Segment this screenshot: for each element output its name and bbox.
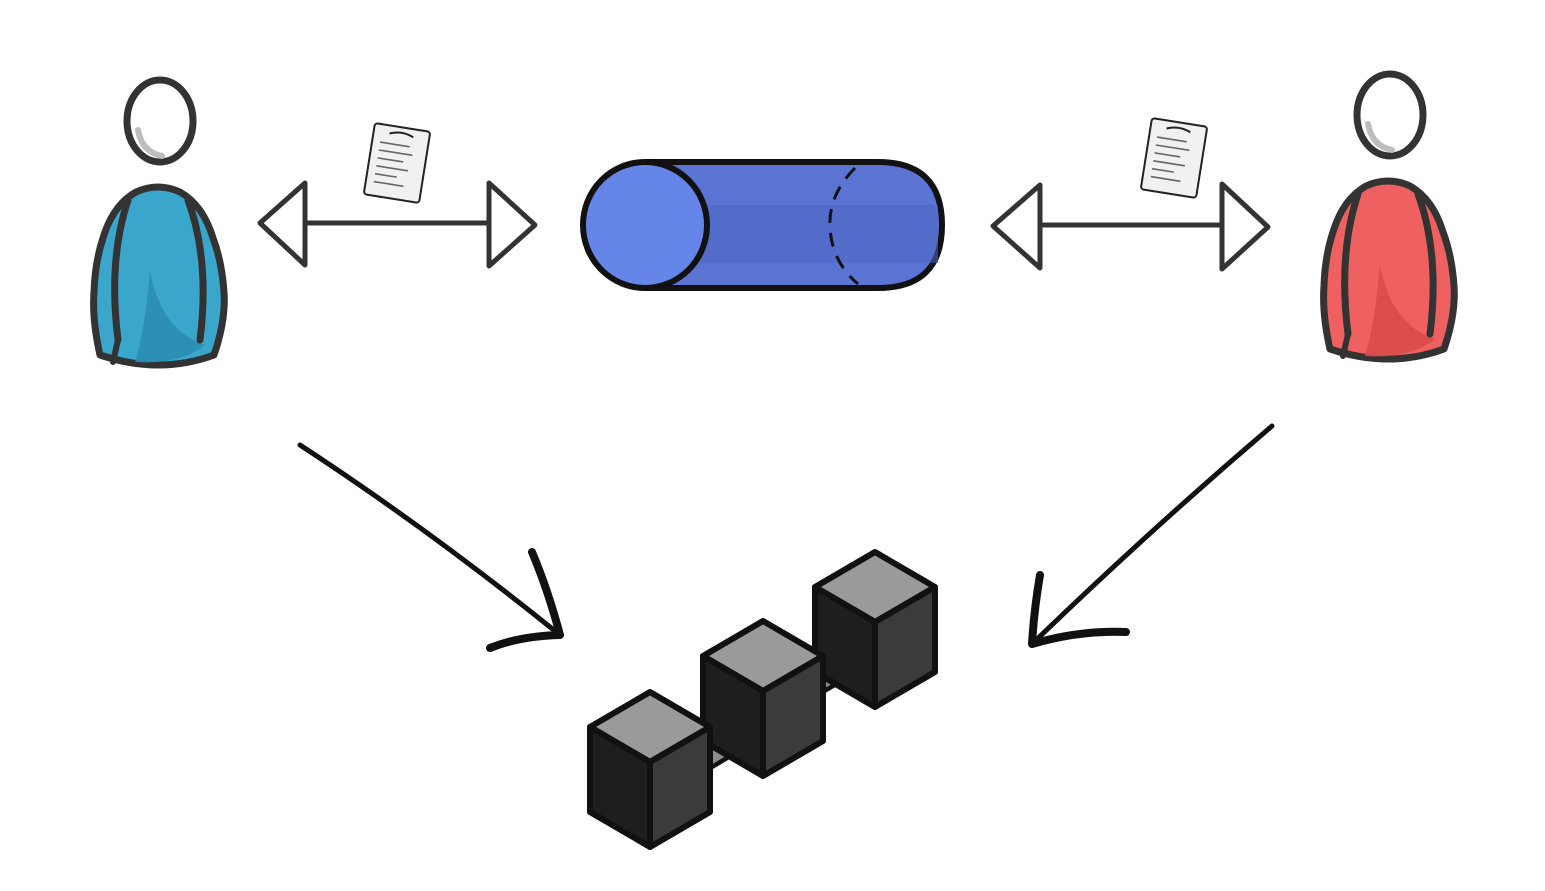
block-3 [815, 552, 935, 707]
right-settle-arrow-icon [1028, 423, 1275, 648]
user-left-person-icon [90, 76, 228, 369]
left-receipt-icon [362, 122, 432, 204]
left-settle-arrow-icon [297, 442, 564, 652]
blockchain-icon [590, 552, 935, 847]
right-exchange-double-arrow-icon [990, 181, 1271, 272]
block-1 [590, 692, 710, 847]
left-exchange-double-arrow-icon [257, 180, 538, 269]
user-right-person-icon [1320, 70, 1458, 363]
block-2 [703, 621, 823, 776]
right-receipt-icon [1139, 117, 1209, 199]
payment-channel-cylinder-icon [580, 159, 945, 291]
